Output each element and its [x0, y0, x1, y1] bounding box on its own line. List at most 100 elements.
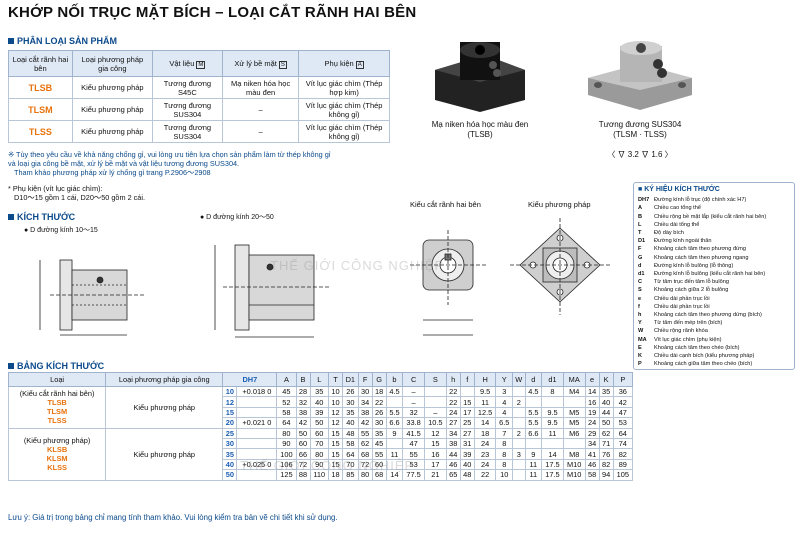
table-cell: 45	[276, 385, 297, 398]
table-cell: 24	[445, 406, 461, 419]
table-cell: 82	[598, 458, 614, 471]
table-cell: 44	[598, 406, 614, 419]
table-cell: 9	[524, 448, 543, 460]
table-cell: 30	[342, 396, 359, 408]
table-cell: +0.018 0	[236, 385, 278, 398]
table-cell: 105	[612, 469, 634, 481]
table-header: DH7	[222, 372, 278, 387]
legend-desc: Khoảng cách tâm theo phương đứng	[654, 246, 747, 253]
legend-key: e	[638, 295, 642, 302]
table-cell	[512, 437, 526, 450]
table-cell: 16	[423, 448, 447, 460]
table-header: Loại cắt rãnh hai bên	[8, 50, 73, 77]
table-cell: 80	[276, 427, 297, 439]
table-cell: 3	[495, 385, 514, 398]
table-cell: 89	[612, 458, 634, 471]
table-cell: M4	[562, 385, 586, 398]
table-cell: 12.5	[473, 406, 497, 419]
table-cell: 4	[495, 396, 514, 408]
legend-key: h	[638, 312, 642, 319]
table-cell: 38	[357, 406, 373, 419]
table-cell: 11	[473, 396, 497, 408]
table-cell: M10	[562, 469, 586, 481]
section-classification: PHÂN LOẠI SẢN PHẨM	[8, 36, 117, 46]
type-label: (Kiểu phương pháp)	[23, 436, 91, 446]
table-cell: 46	[584, 458, 600, 471]
legend-key: S	[638, 287, 642, 294]
header-tag: A	[355, 60, 364, 69]
legend-desc: Chiều cao tổng thể	[654, 205, 701, 212]
table-cell	[512, 385, 526, 398]
table-cell: 64	[276, 417, 297, 429]
table-header: H	[473, 372, 497, 387]
table-cell: –	[423, 406, 447, 419]
table-cell: Vít lục giác chìm (Thép không gỉ)	[298, 98, 390, 121]
table-cell: 34	[445, 427, 461, 439]
table-header: d1	[541, 372, 564, 387]
table-cell: 27	[445, 417, 461, 429]
table-cell	[512, 469, 526, 481]
table-cell	[236, 437, 278, 450]
table-cell: 53	[612, 417, 634, 429]
table-cell: 14	[541, 448, 564, 460]
table-cell: 39	[309, 406, 330, 419]
table-header: K	[598, 372, 614, 387]
table-cell: 30	[357, 385, 373, 398]
table-cell: 70	[309, 437, 330, 450]
diagram4-label: Kiểu phương pháp	[528, 200, 591, 209]
table-cell: 9.5	[473, 385, 497, 398]
legend-desc: Chiều dài phần trục lồi	[654, 295, 710, 302]
accessory-note: * Phụ kiện (vít lục giác chìm):D10～15 gồ…	[8, 184, 146, 202]
table-cell: 12	[328, 406, 344, 419]
table-cell: 77.5	[402, 469, 425, 481]
table-cell: 34	[584, 437, 600, 450]
product-photo-steel	[588, 41, 692, 110]
table-cell: Vít lục giác chìm (Thép không gỉ)	[298, 120, 390, 143]
table-header: C	[402, 372, 425, 387]
table-cell: Tương đương SUS304	[151, 120, 223, 143]
table-cell: 110	[309, 469, 330, 481]
legend-key: L	[638, 221, 642, 228]
table-cell	[541, 437, 564, 450]
table-cell: 21	[423, 469, 447, 481]
table-header: B	[295, 372, 311, 387]
table-cell: 4.5	[385, 385, 404, 398]
table-cell: 52	[276, 396, 297, 408]
table-cell	[512, 458, 526, 471]
table-cell: 60	[295, 437, 311, 450]
table-cell: M6	[562, 427, 586, 439]
table-cell: 40	[342, 417, 359, 429]
table-cell: 58	[276, 406, 297, 419]
table-cell: 71	[598, 437, 614, 450]
table-cell: 20	[222, 417, 238, 429]
legend-key: E	[638, 344, 642, 351]
page-title: KHỚP NỐI TRỤC MẶT BÍCH – LOẠI CẮT RÃNH H…	[8, 4, 417, 21]
table-cell: 15	[459, 396, 475, 408]
table-cell: 40	[598, 396, 614, 408]
table-cell: 58	[584, 469, 600, 481]
table-header: S	[423, 372, 447, 387]
table-cell: 8	[495, 437, 514, 450]
table-cell: 62	[357, 437, 373, 450]
table-cell: 5.5	[524, 417, 543, 429]
table-cell	[423, 396, 447, 408]
table-header: G	[371, 372, 387, 387]
table-cell: 55	[357, 427, 373, 439]
section-dimension-table: BẢNG KÍCH THƯỚC	[8, 361, 104, 371]
legend-key: C	[638, 279, 643, 286]
legend-desc: Chiều rộng bề mặt lắp (kiểu cắt rãnh hai…	[654, 213, 767, 220]
table-cell: 28	[295, 385, 311, 398]
type-code: KLSS	[47, 463, 67, 473]
table-cell: 25	[459, 417, 475, 429]
table-cell: 29	[584, 427, 600, 439]
legend-key: K	[638, 353, 643, 360]
table-cell: Tương đương S45C	[151, 76, 223, 99]
